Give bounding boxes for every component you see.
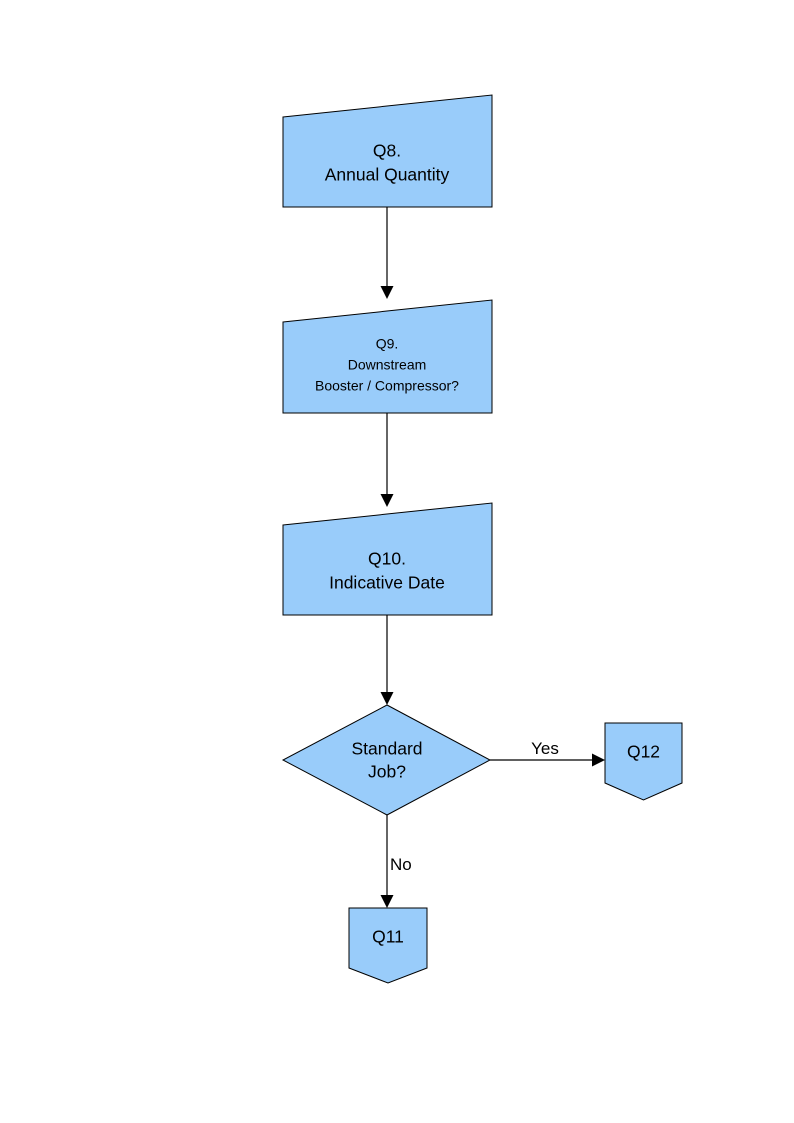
q9-shape[interactable] (282, 299, 493, 414)
q12-label: Q12 (627, 742, 660, 762)
edge-label-no: No (390, 855, 412, 874)
node-q11[interactable]: Q11 (348, 907, 428, 984)
q10-label-line-2: Indicative Date (329, 573, 445, 593)
edge-decision-to-q11-arrowhead (380, 895, 394, 908)
edge-q8-to-q9-arrowhead (380, 286, 394, 299)
q9-label-line-1: Q9. (376, 336, 399, 352)
edge-decision-to-q12: Yes (490, 739, 605, 767)
q8-label-line-2: Annual Quantity (325, 165, 450, 185)
edge-q9-to-q10-arrowhead (380, 494, 394, 507)
node-q12[interactable]: Q12 (604, 722, 683, 801)
node-q8[interactable]: Q8. Annual Quantity (282, 94, 493, 208)
decision-label-line-1: Standard (351, 739, 422, 759)
q8-label-line-1: Q8. (373, 141, 401, 161)
node-q10[interactable]: Q10. Indicative Date (282, 502, 493, 616)
edge-decision-to-q11: No (380, 815, 412, 908)
edge-q10-to-decision-arrowhead (380, 692, 394, 705)
q12-shape[interactable] (604, 722, 683, 801)
q8-shape[interactable] (282, 94, 493, 208)
q9-label-line-2: Downstream (348, 357, 427, 373)
node-decision-standard-job[interactable]: Standard Job? (281, 704, 492, 816)
q9-label-line-3: Booster / Compressor? (315, 378, 459, 394)
edge-q9-to-q10 (380, 413, 394, 507)
q11-shape[interactable] (348, 907, 428, 984)
node-q9[interactable]: Q9. Downstream Booster / Compressor? (282, 299, 493, 414)
q10-label-line-1: Q10. (368, 549, 406, 569)
q10-shape[interactable] (282, 502, 493, 616)
decision-shape[interactable] (281, 704, 492, 816)
edge-q8-to-q9 (380, 207, 394, 299)
q11-label: Q11 (372, 927, 404, 947)
edge-decision-to-q12-arrowhead (592, 753, 605, 767)
decision-label-line-2: Job? (368, 762, 406, 782)
edge-label-yes: Yes (531, 739, 559, 758)
edge-q10-to-decision (380, 615, 394, 705)
